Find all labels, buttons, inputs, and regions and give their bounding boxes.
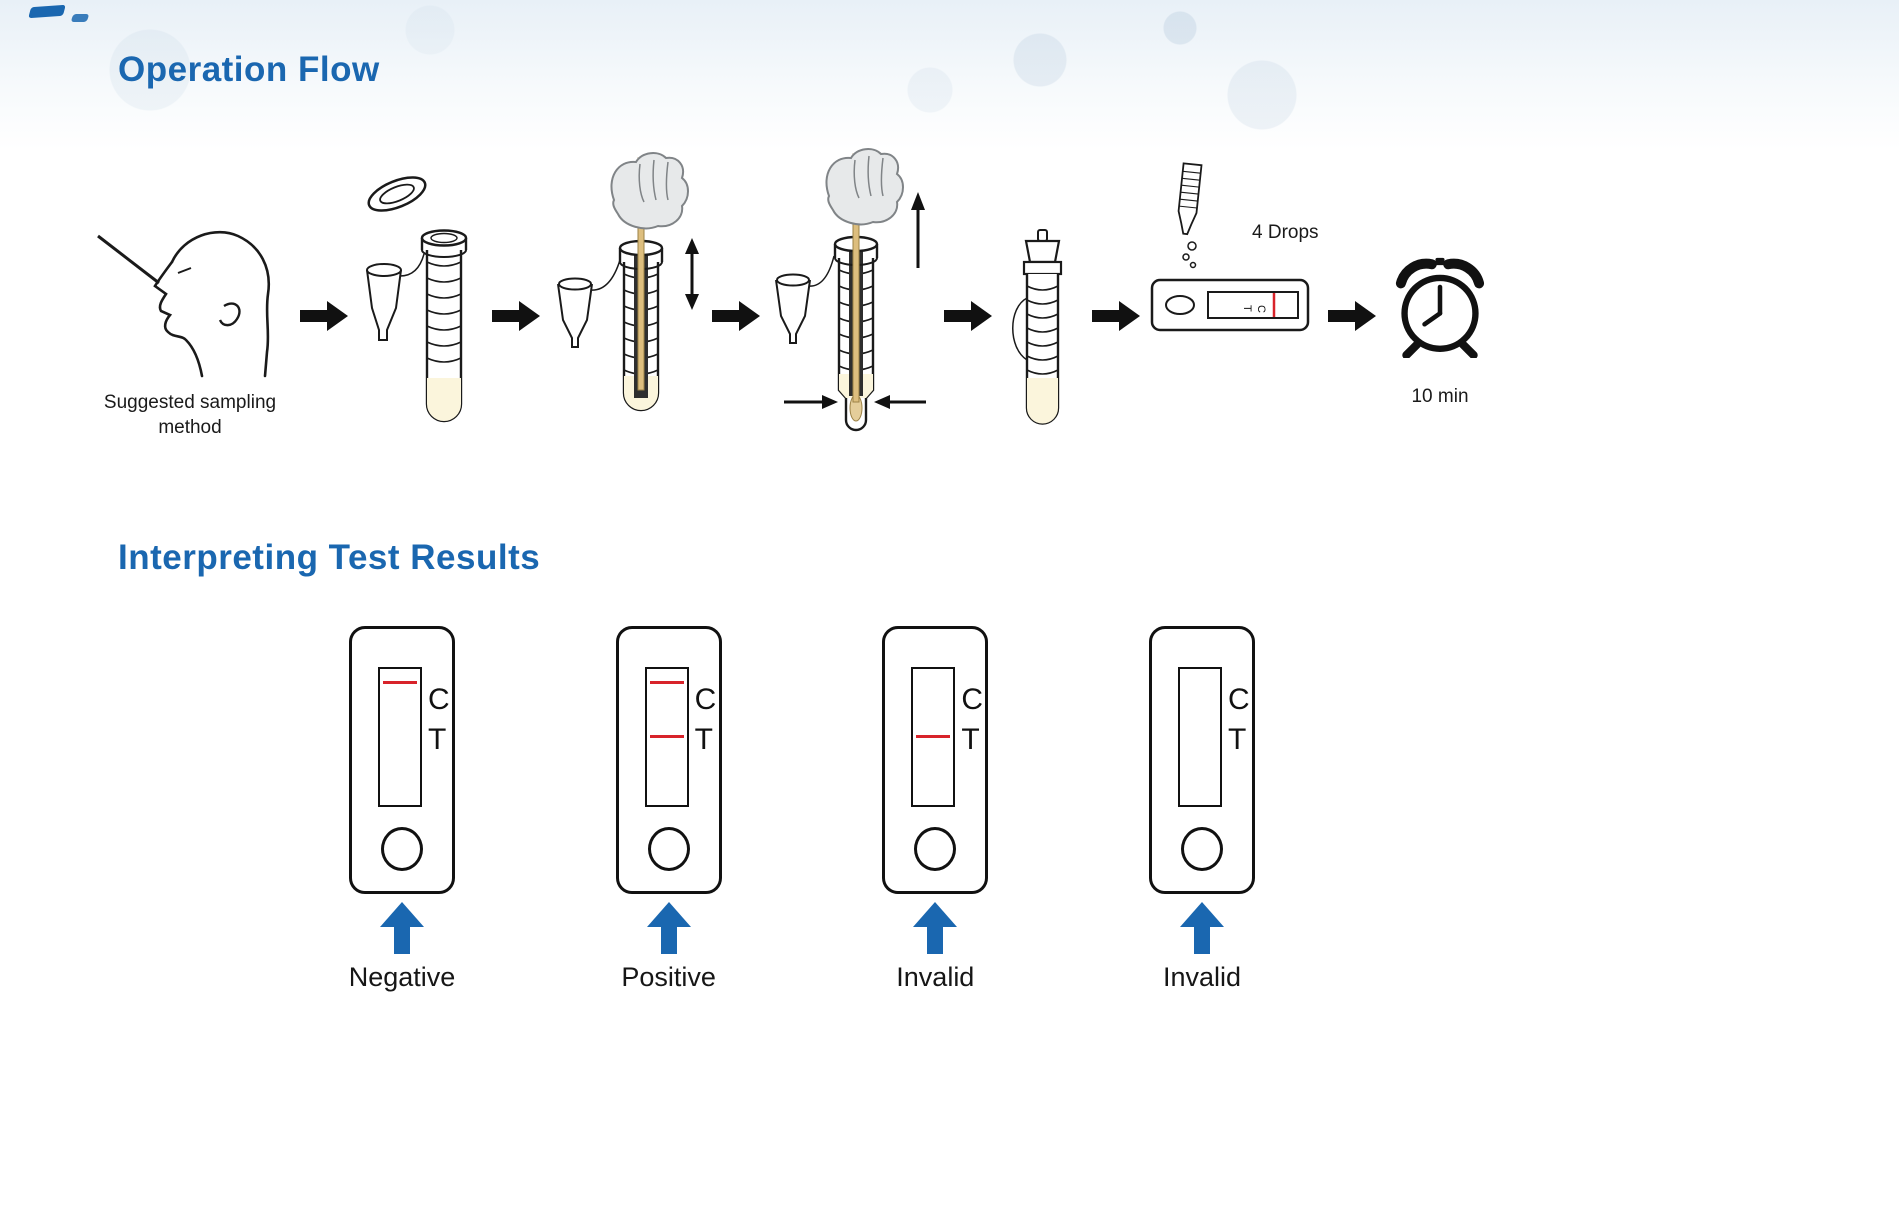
flow-arrow-icon [1328,301,1376,331]
sample-cup [557,283,593,348]
result-window [644,667,689,807]
sample-well [1165,295,1195,315]
control-letter: C [961,683,983,716]
stir-swab-illustration [557,152,699,412]
step-sampling [92,220,292,388]
dropper-cap [1024,239,1061,264]
mini-control-letter: C [1255,305,1267,313]
step-wait [1390,256,1490,368]
nasal-swab-illustration [97,230,271,378]
sampling-caption: Suggested sampling method [103,392,277,438]
result-window [378,667,422,807]
drop-icon [1182,253,1190,261]
results-row: C T Negative C T Positive [292,626,1312,993]
control-letter: C [428,683,450,716]
test-letter: T [1227,723,1247,756]
drop-icon [1189,261,1197,269]
hand-icon [610,152,689,230]
capped-tube-illustration [1012,229,1063,425]
operation-flow-title: Operation Flow [118,50,380,89]
test-cassette: C T [882,626,989,894]
sample-well [381,827,423,871]
squeeze-arrows-icon [784,395,926,409]
result-column: C T Invalid [825,626,1045,993]
test-letter: T [428,723,447,756]
result-window [1207,291,1299,319]
mini-test-letter: T [1241,305,1253,312]
result-column: C T Negative [292,626,512,993]
sample-cup [366,269,402,341]
flow-arrow-icon [712,301,760,331]
flow-arrow-icon [1092,301,1140,331]
extraction-tube-illustration [366,176,468,423]
result-column: C T Positive [559,626,779,993]
result-arrow-icon [380,902,424,954]
sample-well [1180,827,1223,871]
control-letter: C [694,683,717,716]
decorative-banner [0,0,1899,150]
step-stir-swab [546,148,706,443]
sample-well [914,827,957,871]
test-cassette: C T [1148,626,1255,894]
step-close-tube [1000,228,1085,438]
flow-arrow-icon [944,301,992,331]
wait-time-label: 10 min [1411,386,1469,407]
step-remove-swab [768,146,938,451]
result-column: C T Invalid [1092,626,1312,993]
control-line [649,681,684,684]
sample-well [647,827,690,871]
result-arrow-icon [646,902,691,954]
hand-icon [825,148,904,226]
control-line [383,681,417,684]
result-label: Invalid [896,962,975,992]
cap-tether [1012,297,1028,361]
step-open-tube [352,166,487,436]
drops-cassette-illustration: C T [1150,162,1310,332]
result-window [911,667,956,807]
test-cassette: C T [349,626,455,894]
test-cassette: C T [615,626,722,894]
alarm-clock-icon [1395,257,1485,360]
flow-arrow-icon [300,301,348,331]
ear-detail [218,302,241,327]
result-arrow-icon [913,902,958,954]
drops-label: 4 Drops [1252,222,1319,243]
horizontal-cassette: C T [1150,278,1310,332]
result-window [1177,667,1222,807]
result-label: Invalid [1162,962,1241,992]
step-add-drops: C T [1150,162,1315,347]
pull-up-arrow-icon [911,192,925,268]
test-letter: T [694,723,713,756]
control-letter: C [1227,683,1250,716]
test-letter: T [961,723,980,756]
result-arrow-icon [1179,902,1224,954]
tube-cap-icon [367,176,427,212]
flow-arrow-icon [492,301,540,331]
test-line [916,735,951,738]
stir-double-arrow-icon [685,238,699,310]
results-title: Interpreting Test Results [118,538,541,577]
result-label: Negative [348,962,456,992]
sample-cup [775,279,811,344]
drop-icon [1187,241,1197,251]
test-line [649,735,684,738]
dropper-icon [1177,162,1203,236]
result-label: Positive [621,962,716,992]
remove-swab-illustration [775,148,926,432]
